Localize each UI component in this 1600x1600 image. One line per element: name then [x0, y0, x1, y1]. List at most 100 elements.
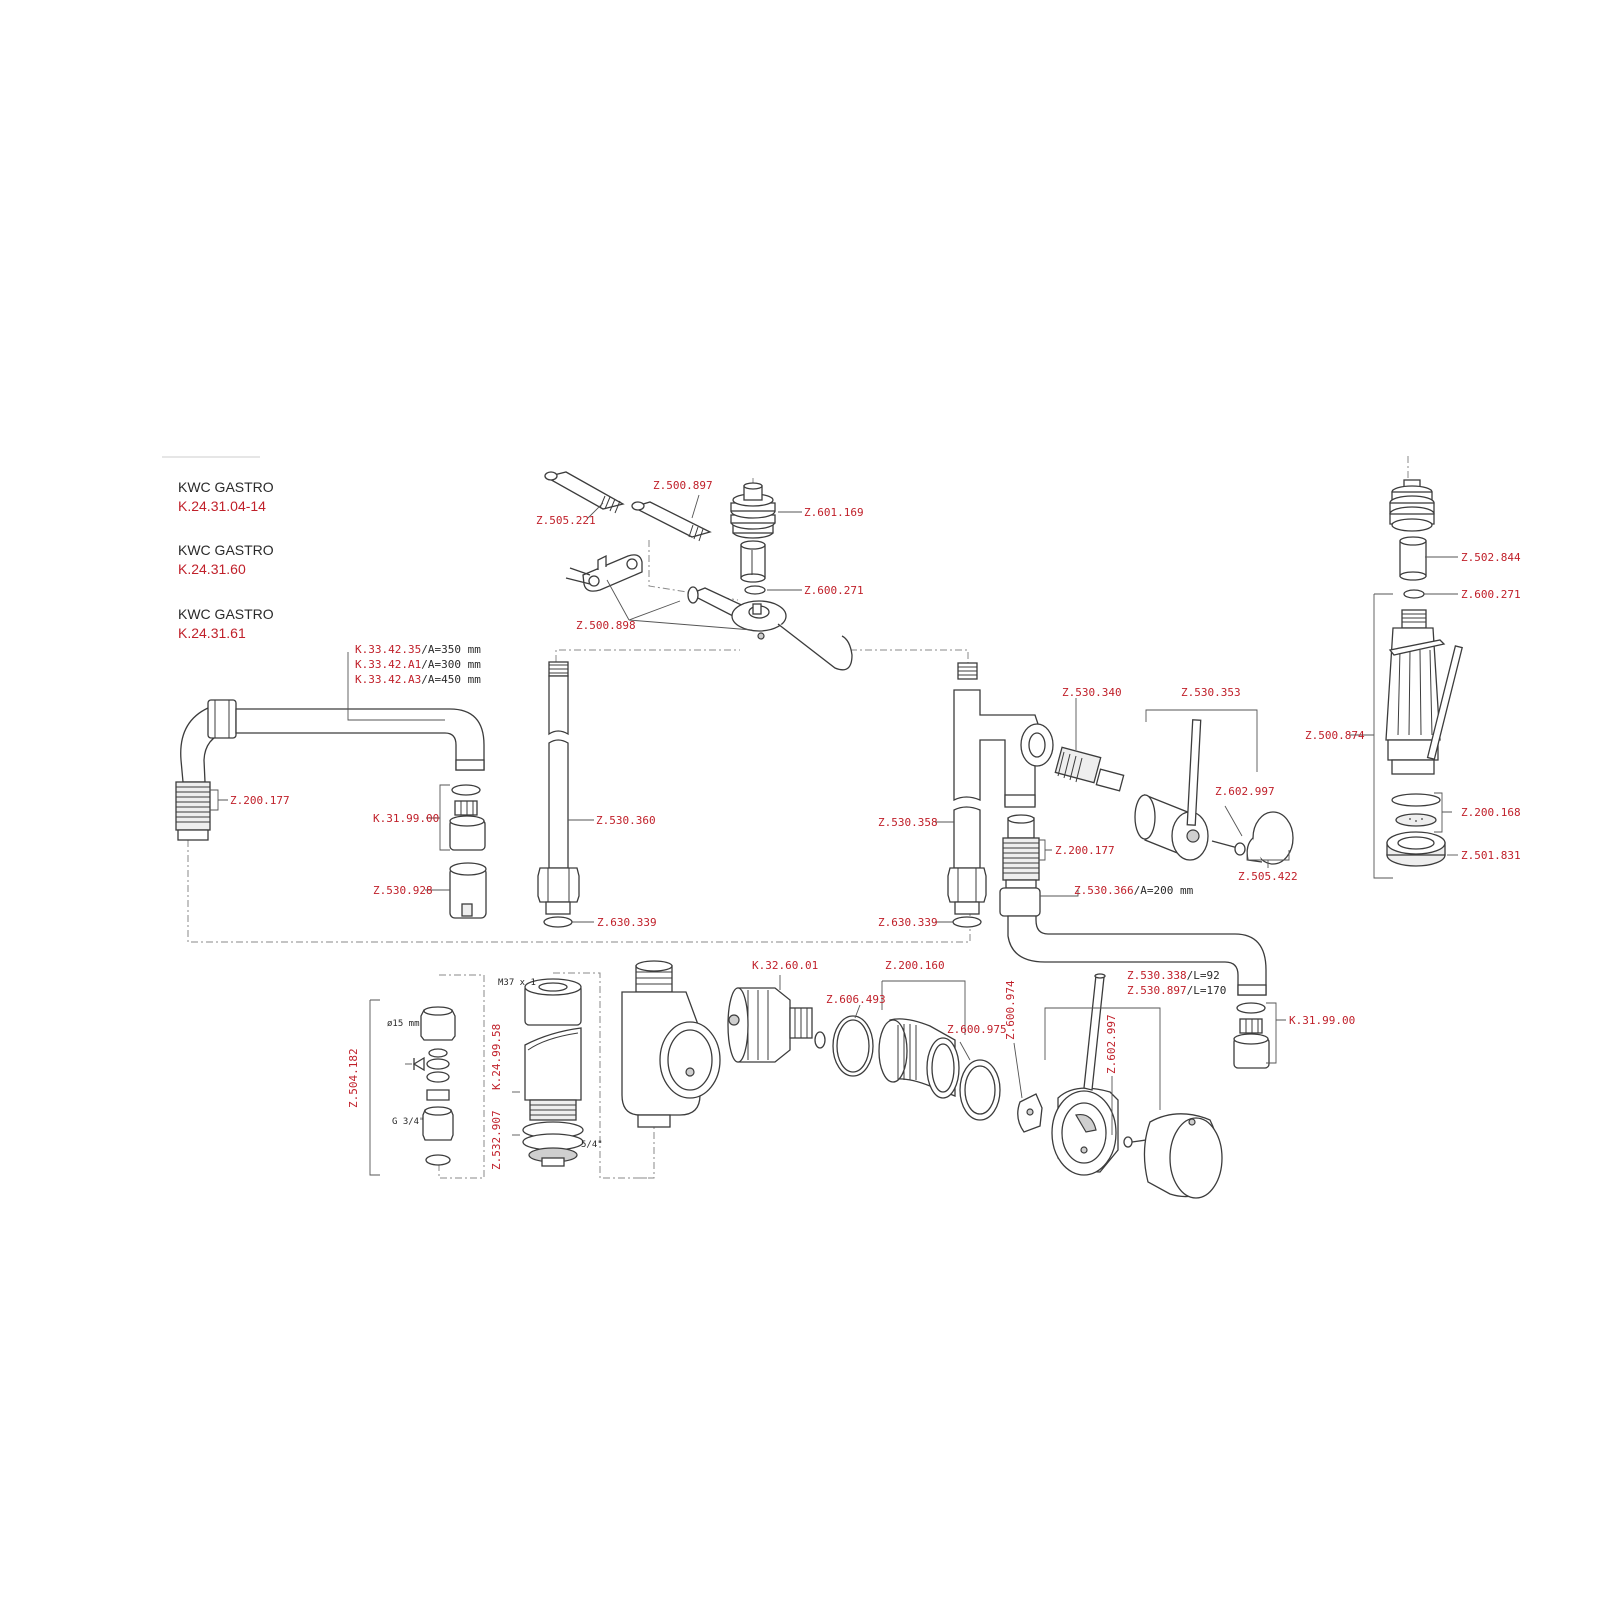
label-z502844: Z.502.844	[1461, 551, 1521, 564]
nut-k319900-right	[1233, 1033, 1270, 1069]
label-z630339-left: Z.630.339	[597, 916, 657, 929]
label-z530338-dim: /L=92	[1187, 969, 1220, 982]
title-code-3: K.24.31.61	[178, 625, 246, 641]
label-z602997-top: Z.602.997	[1215, 785, 1275, 798]
label-k3342a1-code: K.33.42.A1	[355, 658, 421, 671]
title-code-2: K.24.31.60	[178, 561, 246, 577]
wall-plate-z500898	[565, 554, 643, 592]
label-z505221: Z.505.221	[536, 514, 596, 527]
label-z630339-right: Z.630.339	[878, 916, 938, 929]
nut-k319900	[449, 815, 486, 851]
label-k334235: K.33.42.35/A=350 mm	[355, 643, 481, 656]
lever-handle-z530353	[1134, 719, 1209, 861]
label-z530366: Z.530.366/A=200 mm	[1074, 884, 1194, 897]
label-z530358: Z.530.358	[878, 816, 938, 829]
label-z530340: Z.530.340	[1062, 686, 1122, 699]
o-ring-z600271-right	[1403, 589, 1425, 599]
assembly-lines	[187, 456, 1409, 1179]
fitting-set-z504182	[405, 1006, 456, 1166]
coupling-z200177-right	[1002, 814, 1040, 889]
clamp-ring-k319900-right	[1239, 1018, 1263, 1034]
o-ring-z600271	[744, 585, 766, 595]
label-k3342a1-dim: /A=300 mm	[421, 658, 481, 671]
label-z530366-code: Z.530.366	[1074, 884, 1134, 897]
label-k334235-code: K.33.42.35	[355, 643, 421, 656]
handle-cap	[1143, 1113, 1223, 1199]
label-k334235-dim: /A=350 mm	[421, 643, 481, 656]
label-g34: G 3/4"	[392, 1117, 425, 1127]
connector-k249958	[522, 978, 584, 1167]
leader-lines	[210, 494, 1458, 1176]
o-ring-k319900	[451, 784, 481, 796]
adapter-z600974	[1017, 1093, 1043, 1133]
label-z505422: Z.505.422	[1238, 870, 1298, 883]
screw-z602997-top	[1211, 840, 1246, 856]
label-z600974: Z.600.974	[1004, 980, 1017, 1040]
label-z530366-dim: /A=200 mm	[1134, 884, 1194, 897]
label-z600271: Z.600.271	[804, 584, 864, 597]
label-z200177-left: Z.200.177	[230, 794, 290, 807]
label-k326001: K.32.60.01	[752, 959, 818, 972]
label-z606493: Z.606.493	[826, 993, 886, 1006]
mixer-body	[621, 960, 721, 1128]
label-z500898: Z.500.898	[576, 619, 636, 632]
lever-pin-z530338	[1083, 973, 1106, 1091]
label-z500897: Z.500.897	[653, 479, 713, 492]
ring-z600975-inner	[964, 1065, 996, 1115]
o-ring-z630339-left	[543, 916, 573, 928]
label-d15: ø15 mm	[387, 1019, 420, 1029]
label-z530360: Z.530.360	[596, 814, 656, 827]
label-z530353: Z.530.353	[1181, 686, 1241, 699]
label-z501831: Z.501.831	[1461, 849, 1521, 862]
spout-z530366	[999, 887, 1267, 996]
o-ring-z630339-right	[952, 916, 982, 928]
label-z504182: Z.504.182	[347, 1048, 360, 1108]
o-ring-z606493-inner	[836, 1019, 870, 1073]
swivel-spout-k3342	[175, 699, 485, 841]
bracket-hook-z500898	[687, 586, 853, 671]
sleeve-z200160	[878, 1018, 960, 1099]
label-k249958: K.24.99.58	[490, 1024, 503, 1090]
valve-body-z500874	[1385, 609, 1463, 775]
label-z200168: Z.200.168	[1461, 806, 1521, 819]
label-k3342a3-dim: /A=450 mm	[421, 673, 481, 686]
connector-z530340	[1054, 746, 1125, 792]
label-z500874: Z.500.874	[1305, 729, 1365, 742]
label-z530338: Z.530.338/L=92	[1127, 969, 1220, 982]
title-brand-2: KWC GASTRO	[178, 542, 274, 558]
label-z200177-right: Z.200.177	[1055, 844, 1115, 857]
label-z530897-dim: /L=170	[1187, 984, 1227, 997]
label-m37: M37 x 1	[498, 978, 536, 988]
t-piece-z530358	[947, 662, 1054, 915]
label-z532907: Z.532.907	[490, 1110, 503, 1170]
label-k3342a1: K.33.42.A1/A=300 mm	[355, 658, 481, 671]
sleeve-z530928	[449, 862, 487, 919]
label-k3342a3: K.33.42.A3/A=450 mm	[355, 673, 481, 686]
rod-z505221	[544, 471, 625, 514]
o-ring-k319900-right	[1236, 1002, 1266, 1014]
clamp-ring-k319900	[454, 800, 478, 816]
label-z530338-code: Z.530.338	[1127, 969, 1187, 982]
o-ring-z200168	[1391, 793, 1441, 807]
part-labels: Z.505.221 Z.500.897 Z.601.169 Z.600.271 …	[230, 479, 1521, 1170]
screw-z602997-bottom	[1123, 1136, 1147, 1148]
label-z530897-code: Z.530.897	[1127, 984, 1187, 997]
cap-z505422	[1246, 811, 1294, 865]
label-k319900-right: K.31.99.00	[1289, 1014, 1355, 1027]
strainer-z200168	[1395, 813, 1437, 827]
label-k319900-left: K.31.99.00	[373, 812, 439, 825]
title-code-1: K.24.31.04-14	[178, 498, 266, 514]
title-brand-1: KWC GASTRO	[178, 479, 274, 495]
label-z530897: Z.530.897/L=170	[1127, 984, 1226, 997]
title-brand-3: KWC GASTRO	[178, 606, 274, 622]
standpipe-z530360	[537, 661, 580, 915]
label-z602997-bottom: Z.602.997	[1105, 1014, 1118, 1074]
label-z200160: Z.200.160	[885, 959, 945, 972]
valve-head-z601169	[730, 482, 776, 583]
label-z601169: Z.601.169	[804, 506, 864, 519]
label-s54: 5/4"	[581, 1140, 603, 1150]
flange-z501831	[1386, 831, 1446, 867]
label-z530928: Z.530.928	[373, 884, 433, 897]
valve-head-z502844	[1389, 479, 1435, 581]
